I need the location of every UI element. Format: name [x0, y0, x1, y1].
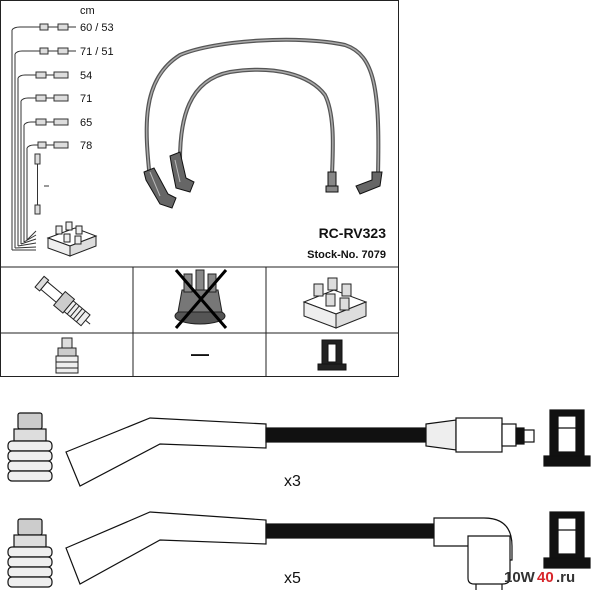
unit-label: cm	[80, 5, 95, 17]
lead-length-1: 60 / 53	[80, 22, 114, 34]
lead-row-3	[17, 71, 69, 79]
stock-number: Stock-No. 7079	[307, 249, 386, 261]
lead-row-1	[11, 23, 76, 31]
lead-length-2: 71 / 51	[80, 46, 114, 58]
lead-row-2	[14, 47, 76, 55]
coil-terminal-large-lower	[543, 511, 591, 569]
coil-pack-icon	[302, 277, 368, 329]
boot-left-2	[169, 151, 195, 193]
lead-detail-lower	[7, 511, 591, 590]
coil-terminal-icon	[317, 339, 347, 371]
lead-detail-upper	[7, 409, 591, 487]
lead-row-5	[23, 118, 69, 126]
frame	[0, 0, 399, 377]
lead-row-4	[20, 94, 69, 102]
coil-terminal-large-upper	[543, 409, 591, 467]
watermark-part-1: 10W	[504, 569, 536, 586]
plug-terminal-large-lower	[7, 518, 53, 588]
watermark-logo: 10W 40 .ru	[504, 569, 575, 586]
bus-ends	[12, 230, 37, 251]
boot-large-upper	[65, 417, 267, 487]
lead-length-4: 71	[80, 93, 92, 105]
lead-length-3: 54	[80, 70, 92, 82]
connector-right-1	[325, 171, 339, 193]
multiplier-lower: x5	[284, 570, 301, 587]
short-lead	[34, 153, 49, 215]
boot-large-lower	[65, 511, 267, 585]
coil-boot-large-upper	[425, 417, 535, 453]
not-applicable-dash: —	[191, 344, 209, 364]
coil-pack-icon-small	[46, 221, 98, 257]
plug-terminal-icon	[55, 337, 79, 374]
lead-schematic	[11, 23, 76, 251]
cable-large-lower	[265, 523, 435, 539]
lead-length-5: 65	[80, 117, 92, 129]
multiplier-upper: x3	[284, 473, 301, 490]
part-number: RC-RV323	[319, 225, 387, 241]
plug-terminal-large-upper	[7, 412, 53, 482]
cable-set-illustration	[144, 37, 381, 182]
coil-boot-large-lower	[433, 517, 513, 590]
watermark-part-3: .ru	[556, 569, 575, 586]
boot-left-1	[143, 167, 177, 209]
cable-large-upper	[265, 427, 427, 443]
connector-right-2	[355, 171, 383, 195]
lead-length-6: 78	[80, 140, 92, 152]
lead-row-6	[26, 141, 69, 149]
spark-plug-icon	[34, 275, 91, 327]
watermark-part-2: 40	[537, 569, 554, 586]
distributor-cap-crossed-icon	[174, 269, 228, 329]
